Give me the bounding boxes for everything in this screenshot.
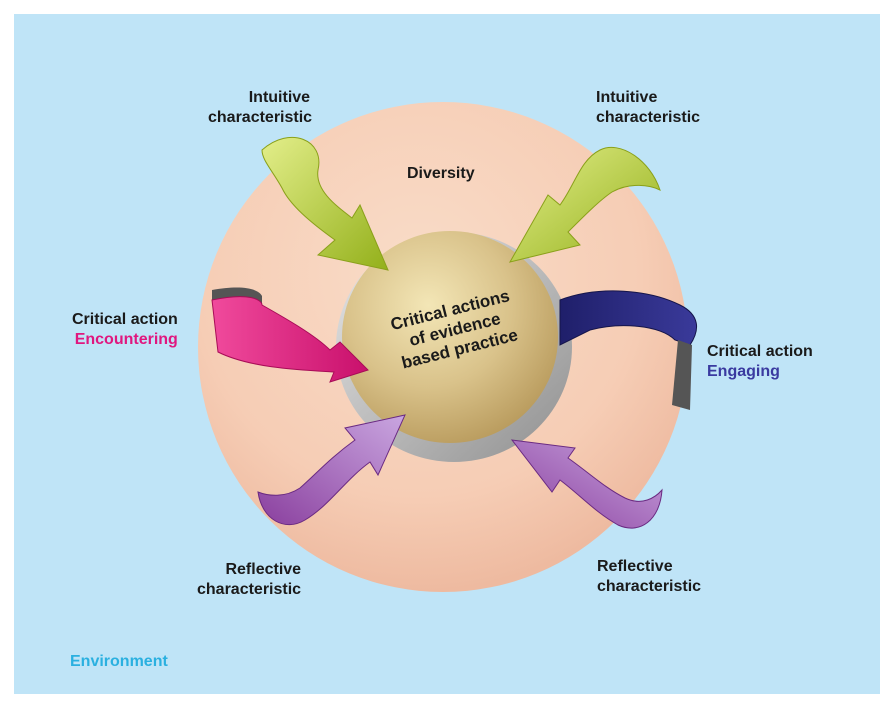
critical-action-engaging-label: Critical action Engaging — [707, 342, 813, 382]
reflective-right-line-2: characteristic — [597, 578, 702, 595]
encountering-title: Critical action — [72, 311, 178, 328]
intuitive-characteristic-right-label: Intuitive characteristic — [596, 88, 700, 128]
reflective-left-line-2: characteristic — [197, 581, 302, 598]
intuitive-right-line-2: characteristic — [596, 109, 701, 126]
reflective-arrow-left — [257, 414, 406, 526]
reflective-arrow-right — [510, 439, 663, 529]
reflective-right-line-1: Reflective — [597, 558, 673, 575]
intuitive-arrow-right — [508, 146, 661, 263]
intuitive-arrow-left — [261, 136, 389, 271]
intuitive-left-line-1: Intuitive — [248, 89, 311, 106]
center-disc — [342, 231, 558, 443]
environment-label: Environment — [70, 653, 168, 670]
engaging-sub: Engaging — [707, 363, 780, 380]
critical-action-encountering-label: Critical action Encountering — [72, 310, 178, 350]
reflective-left-line-1: Reflective — [225, 561, 302, 578]
encountering-arrow — [211, 287, 369, 383]
engaging-title: Critical action — [707, 343, 813, 360]
engaging-arrow — [559, 290, 698, 410]
encountering-sub: Encountering — [74, 331, 178, 348]
diversity-label: Diversity — [407, 165, 475, 182]
reflective-characteristic-left-label: Reflective characteristic — [197, 560, 301, 600]
reflective-characteristic-right-label: Reflective characteristic — [597, 557, 701, 597]
intuitive-characteristic-left-label: Intuitive characteristic — [208, 88, 312, 128]
intuitive-left-line-2: characteristic — [208, 109, 313, 126]
intuitive-right-line-1: Intuitive — [596, 89, 658, 106]
